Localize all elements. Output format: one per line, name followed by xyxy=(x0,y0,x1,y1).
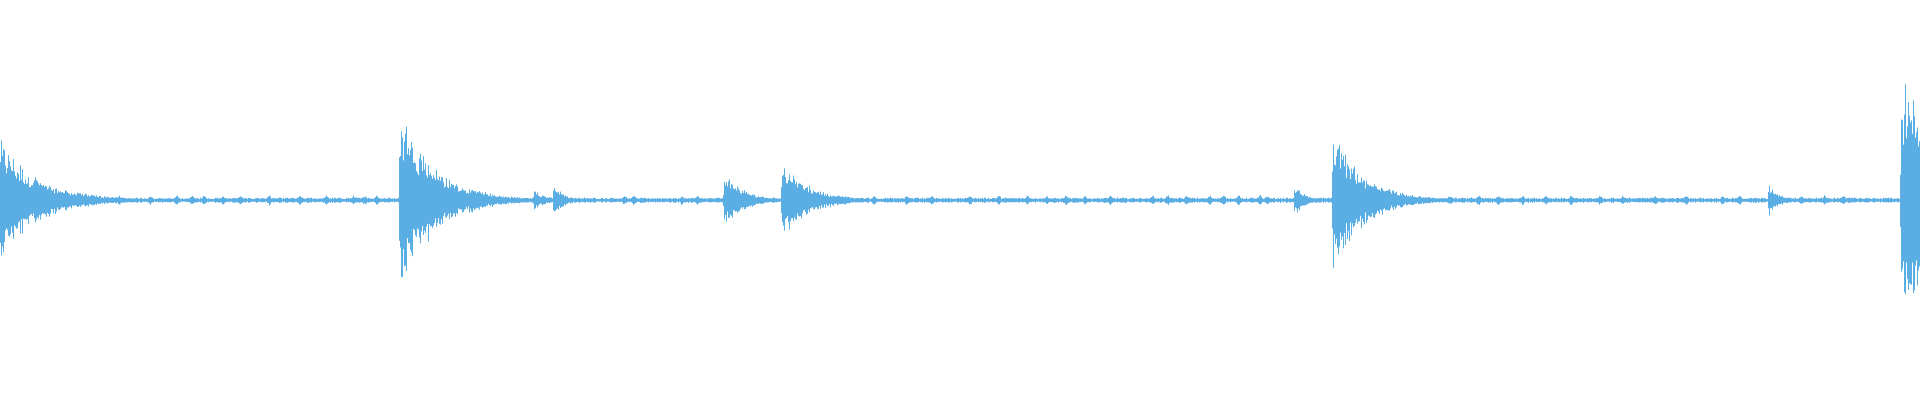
waveform-samples xyxy=(0,84,1920,295)
